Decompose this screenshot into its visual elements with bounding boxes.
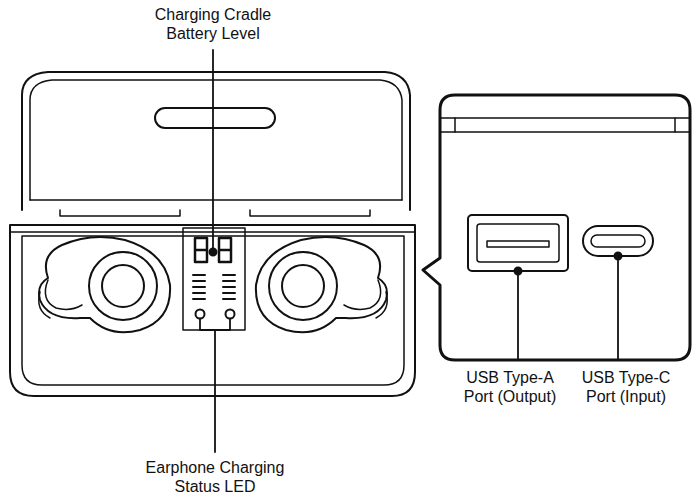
usb-a-label: USB Type-A Port (Output) bbox=[455, 368, 565, 406]
usb-c-label: USB Type-C Port (Input) bbox=[571, 368, 681, 406]
led-label: Earphone Charging Status LED bbox=[130, 458, 300, 496]
battery-level-label: Charging Cradle Battery Level bbox=[138, 5, 288, 43]
